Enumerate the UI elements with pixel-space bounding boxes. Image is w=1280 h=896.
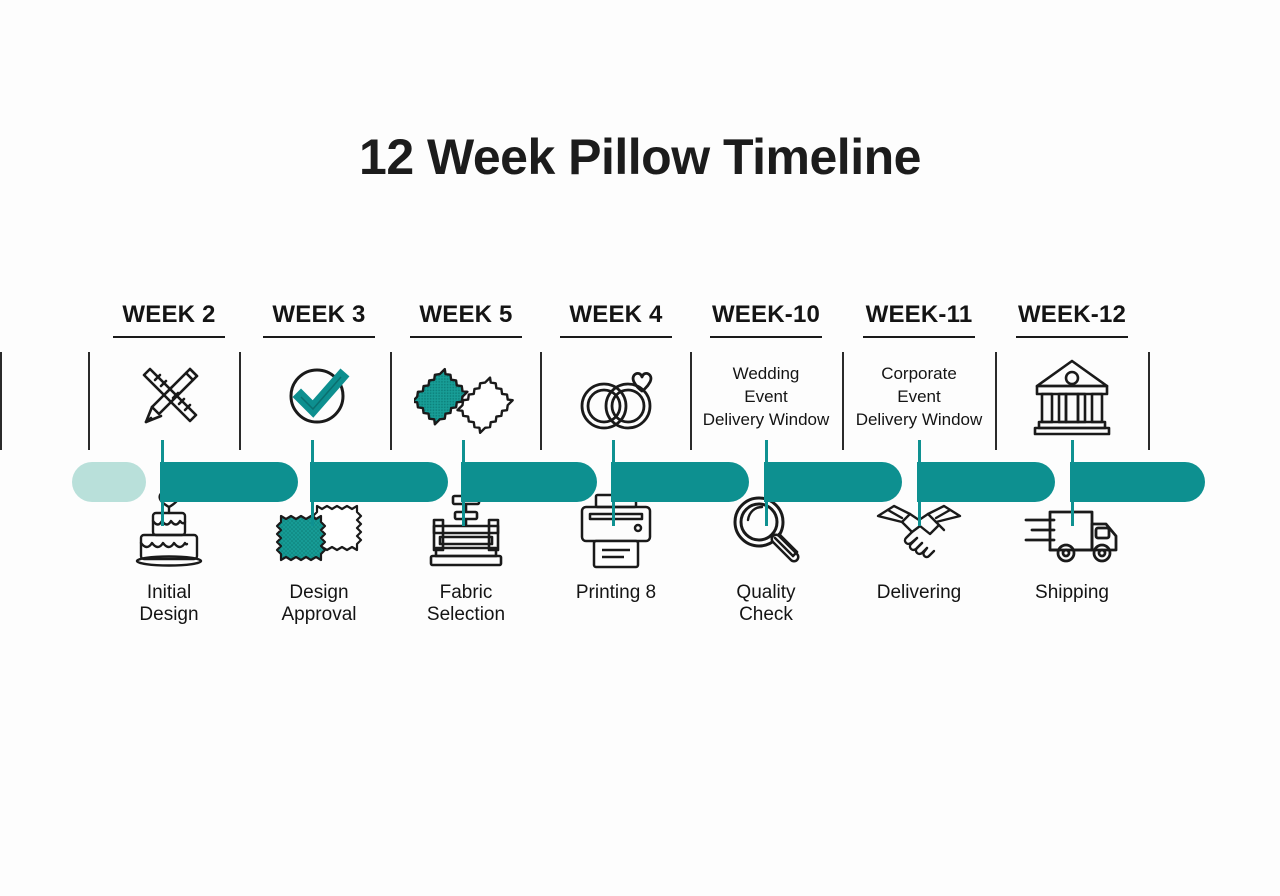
step-label-text: Delivering — [876, 582, 962, 603]
connector-stub-up — [612, 440, 615, 464]
progress-segment-7[interactable] — [1070, 462, 1205, 502]
connector-stub-down — [161, 502, 164, 526]
top-icon-slot — [996, 348, 1148, 444]
timeline-progress-bar — [0, 462, 1280, 504]
column-divider — [842, 352, 844, 450]
timeline-column-week-4: WEEK 4 — [540, 300, 692, 604]
connector-stub-down — [311, 502, 314, 526]
connector-stub-down — [918, 502, 921, 526]
check-circle-icon — [279, 356, 359, 436]
week-label: WEEK-12 — [1017, 301, 1127, 328]
progress-segment-5[interactable] — [764, 462, 902, 502]
step-label: Delivering — [843, 582, 995, 604]
magnifier-icon — [724, 488, 808, 572]
step-label-text: Shipping — [1035, 582, 1109, 603]
progress-segment-1[interactable] — [160, 462, 298, 502]
printing-press-icon — [422, 490, 510, 572]
wedding-rings-icon — [570, 352, 662, 440]
week-label: WEEK-11 — [865, 301, 973, 328]
timeline-column-week-3: WEEK 3 — [243, 300, 395, 626]
fabric-swatch-icon — [273, 486, 365, 572]
week-label-underline — [410, 336, 522, 338]
bottom-icon-slot — [690, 480, 842, 572]
week-label-underline — [560, 336, 672, 338]
step-label: Shipping — [996, 582, 1148, 604]
week-label-underline — [1016, 336, 1128, 338]
bank-building-icon — [1029, 354, 1115, 438]
column-divider — [0, 352, 2, 450]
connector-stub-up — [765, 440, 768, 464]
week-label-underline — [113, 336, 225, 338]
top-icon-slot — [540, 348, 692, 444]
week-label: WEEK 2 — [122, 301, 216, 328]
progress-segment-2[interactable] — [310, 462, 448, 502]
progress-segment-0[interactable] — [72, 462, 146, 502]
connector-stub-down — [765, 502, 768, 526]
column-divider — [540, 352, 542, 450]
week-label: WEEK 4 — [569, 301, 663, 328]
column-divider — [995, 352, 997, 450]
timeline-column-week-5: WEEK 5 — [390, 300, 542, 626]
top-icon-slot — [390, 348, 542, 444]
step-label: Printing 8 — [540, 582, 692, 604]
fabric-swatch-icon — [414, 350, 518, 442]
timeline-column-week-2: WEEK 2 — [93, 300, 245, 626]
step-label-text: Printing 8 — [575, 582, 657, 603]
connector-stub-up — [462, 440, 465, 464]
column-divider — [690, 352, 692, 450]
connector-stub-up — [311, 440, 314, 464]
week-label: WEEK-10 — [711, 301, 821, 328]
bottom-icon-slot — [390, 480, 542, 572]
connector-stub-up — [161, 440, 164, 464]
progress-segment-4[interactable] — [611, 462, 749, 502]
bottom-icon-slot — [843, 480, 995, 572]
handshake-icon — [872, 496, 966, 572]
bottom-icon-slot — [243, 480, 395, 572]
week-label: WEEK 3 — [272, 301, 366, 328]
column-divider — [239, 352, 241, 450]
top-icon-slot — [93, 348, 245, 444]
column-divider — [1148, 352, 1150, 450]
connector-stub-down — [612, 502, 615, 526]
week-label-underline — [863, 336, 975, 338]
printer-icon — [572, 490, 660, 572]
bottom-icon-slot — [540, 480, 692, 572]
connector-stub-down — [1071, 502, 1074, 526]
timeline-column-week-12: WEEK-12 — [996, 300, 1148, 604]
column-divider — [88, 352, 90, 450]
ruler-pencil-icon — [127, 354, 211, 438]
week-label-underline — [710, 336, 822, 338]
top-icon-slot — [243, 348, 395, 444]
week-label: WEEK 5 — [419, 301, 513, 328]
connector-stub-up — [918, 440, 921, 464]
page-title: 12 Week Pillow Timeline — [359, 129, 921, 185]
progress-segment-3[interactable] — [461, 462, 597, 502]
column-divider — [390, 352, 392, 450]
connector-stub-up — [1071, 440, 1074, 464]
progress-segment-6[interactable] — [917, 462, 1055, 502]
connector-stub-down — [462, 502, 465, 526]
week-label-underline — [263, 336, 375, 338]
